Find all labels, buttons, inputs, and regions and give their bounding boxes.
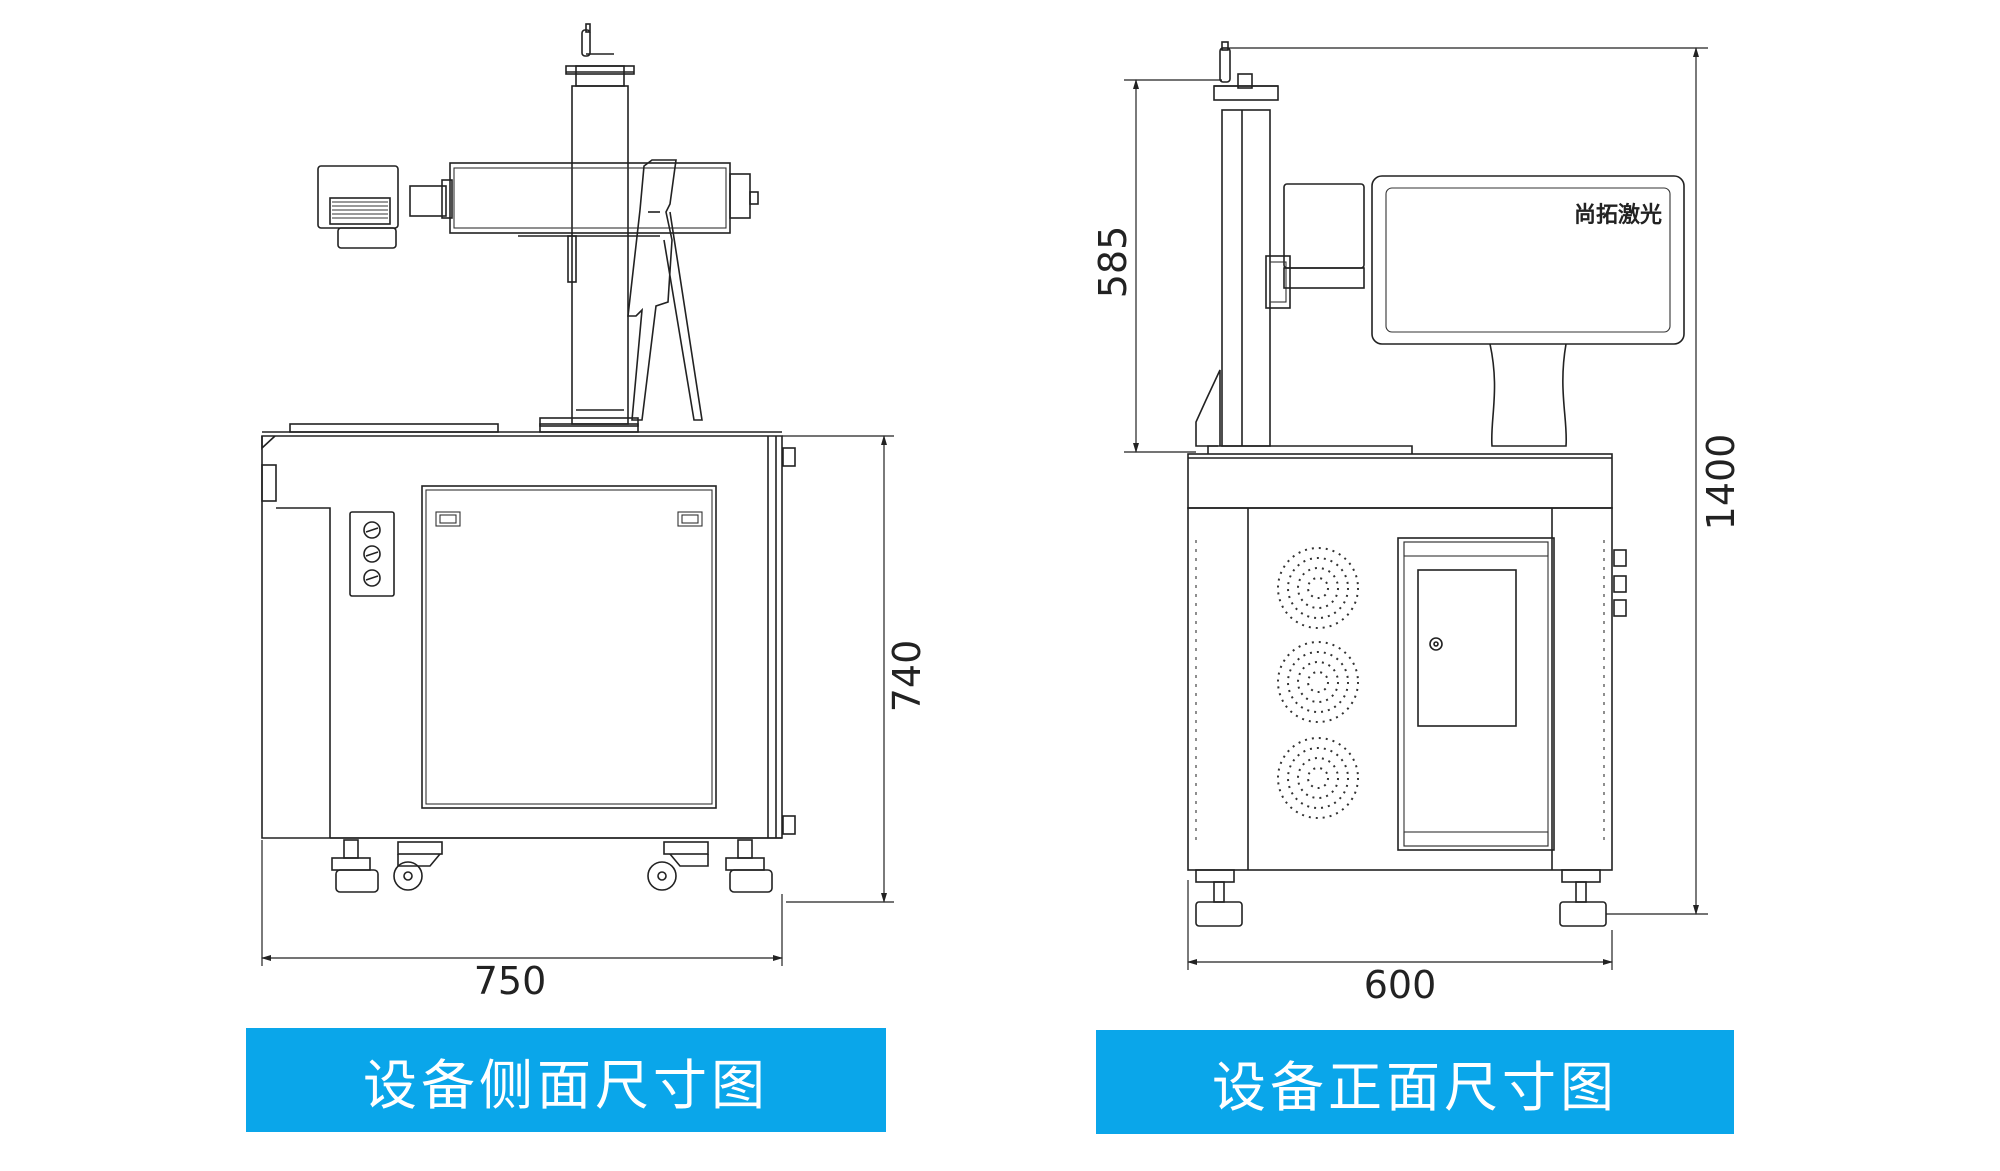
monitor-brand-text: 尚拓激光 <box>1574 202 1662 228</box>
front-width-label: 600 <box>1364 963 1437 1007</box>
speaker-grill-3 <box>1277 737 1359 819</box>
front-total-height-label: 1400 <box>1699 434 1743 531</box>
side-height-label: 740 <box>885 640 929 713</box>
side-width-dimension <box>261 840 783 966</box>
front-view-caption: 设备正面尺寸图 <box>1096 1030 1734 1134</box>
front-width-dimension <box>1187 880 1613 970</box>
front-view-caption-text: 设备正面尺寸图 <box>1212 1055 1618 1119</box>
side-view-machine <box>261 23 796 893</box>
front-total-height-dimension <box>1222 47 1708 915</box>
speaker-grill-2 <box>1277 641 1359 723</box>
speaker-grill-1 <box>1277 547 1359 629</box>
side-height-dimension <box>782 435 894 903</box>
front-upper-height-label: 585 <box>1091 226 1135 299</box>
front-upper-height-dimension <box>1124 79 1222 453</box>
front-view-machine <box>1187 41 1685 927</box>
side-view-caption-text: 设备侧面尺寸图 <box>363 1053 769 1117</box>
side-width-label: 750 <box>474 959 547 1003</box>
side-view-caption: 设备侧面尺寸图 <box>246 1028 886 1132</box>
